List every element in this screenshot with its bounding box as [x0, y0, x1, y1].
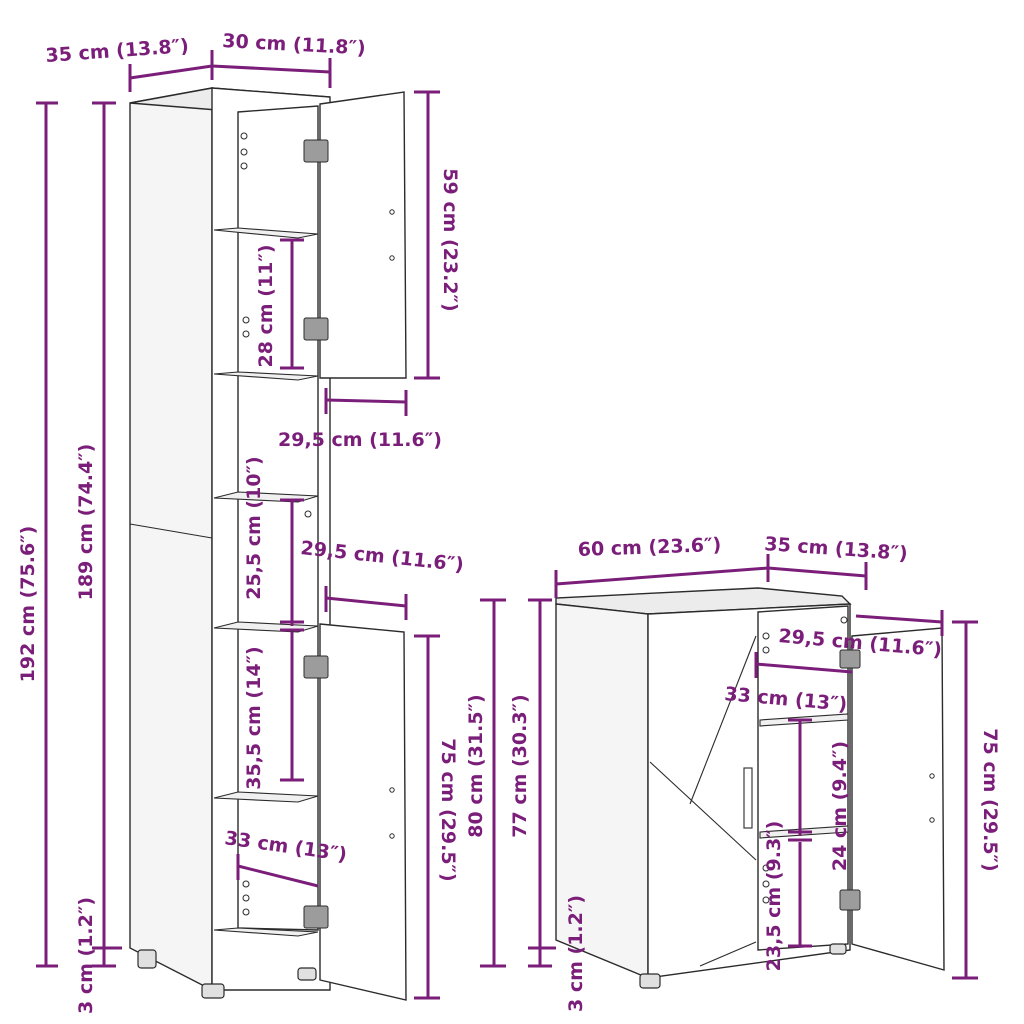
label-tall-total-height: 192 cm (75.6″): [17, 526, 39, 683]
small-door-decor-2: [689, 635, 757, 805]
label-small-door-height: 75 cm (29.5″): [979, 728, 1001, 871]
tall-shelf-holes: [240, 132, 312, 916]
label-small-width: 60 cm (23.6″): [577, 534, 721, 561]
small-foot-right: [829, 943, 847, 955]
label-tall-middle-compartment: 25,5 cm (10″): [243, 456, 265, 599]
tall-cabinet-side: [129, 87, 213, 992]
tall-foot-left: [137, 949, 157, 969]
label-small-total-height: 77 cm (30.3″): [509, 694, 531, 837]
label-small-upper-compartment: 24 cm (9.4″): [829, 741, 851, 871]
label-tall-leg: 3 cm (1.2″): [75, 897, 97, 1014]
label-tall-upper-door: 59 cm (23.2″): [439, 168, 461, 311]
small-hinge-bottom-icon: [839, 889, 861, 911]
tall-shelf-5: [213, 791, 319, 803]
label-tall-body-height: 189 cm (74.4″): [75, 444, 97, 601]
small-door-decor-1: [649, 761, 757, 861]
label-tall-width: 30 cm (11.8″): [222, 30, 366, 59]
tall-foot-right: [297, 967, 317, 981]
small-door-decor-3: [699, 941, 757, 967]
label-tall-lower-door: 75 cm (29.5″): [437, 738, 459, 881]
small-foot-front: [639, 973, 661, 989]
small-open-door: [851, 627, 945, 971]
tall-hinge-icons: [303, 139, 329, 929]
tall-upper-door: [319, 91, 407, 379]
tall-foot-front: [201, 983, 225, 999]
tall-cabinet: [129, 87, 407, 1001]
small-shelf-holes: [762, 616, 848, 904]
tall-lower-door: [319, 623, 407, 1001]
small-cabinet-interior: [757, 605, 849, 951]
tall-shelf-1: [213, 227, 319, 239]
label-small-leg: 3 cm (1.2″): [565, 895, 587, 1012]
tall-shelf-2: [213, 371, 319, 381]
small-hinge-top-icon: [839, 649, 861, 669]
label-tall-upper-door-width: 29,5 cm (11.6″): [278, 429, 442, 451]
label-small-lower-compartment: 23,5 cm (9.3″): [763, 821, 785, 972]
tall-cabinet-split: [129, 523, 213, 539]
label-small-depth: 35 cm (13.8″): [764, 533, 909, 565]
label-tall-lower-door-outer: 80 cm (31.5″): [465, 694, 487, 837]
label-tall-depth: 35 cm (13.8″): [45, 35, 190, 67]
tall-cabinet-interior: [237, 105, 319, 931]
label-tall-upper-compartment: 28 cm (11″): [255, 244, 277, 367]
small-door-handle: [743, 767, 753, 829]
tall-shelf-6: [213, 927, 319, 937]
label-tall-lower-compartment: 35,5 cm (14″): [243, 646, 265, 789]
dimension-lines: [36, 50, 978, 1000]
